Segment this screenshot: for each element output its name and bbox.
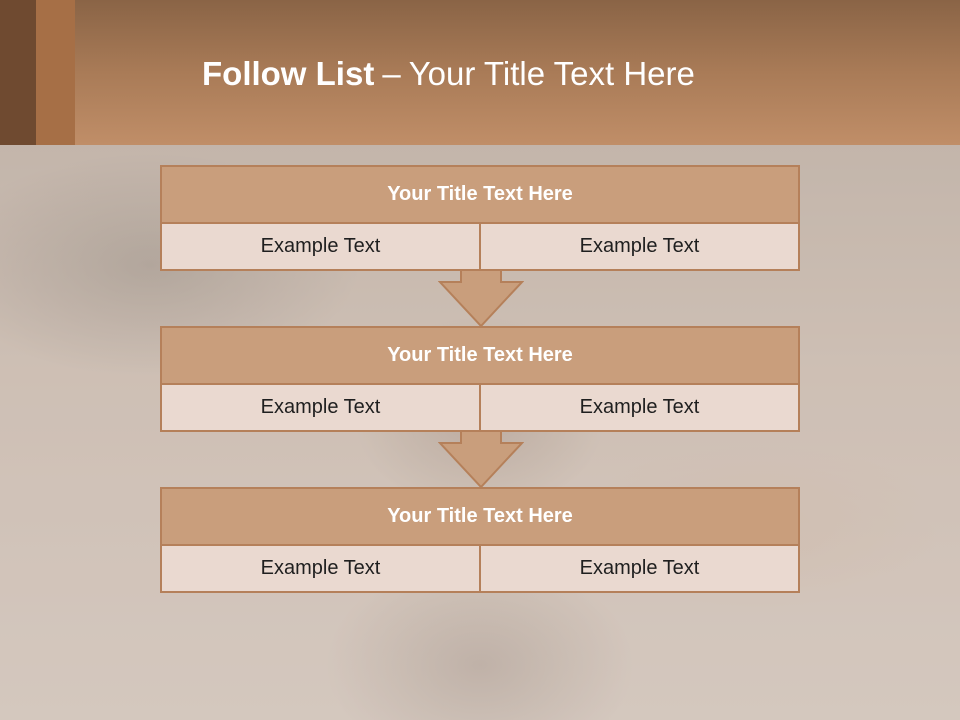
- block-cell-left: Example Text: [162, 224, 479, 269]
- block-title: Your Title Text Here: [162, 489, 798, 544]
- block-cell-right: Example Text: [481, 224, 798, 269]
- down-arrow-icon: [438, 270, 524, 328]
- header-accent-tab: [0, 0, 75, 145]
- list-block-3: Your Title Text Here Example Text Exampl…: [160, 487, 800, 593]
- list-block-1: Your Title Text Here Example Text Exampl…: [160, 165, 800, 271]
- down-arrow-icon: [438, 431, 524, 489]
- block-cell-left: Example Text: [162, 546, 479, 591]
- block-cell-right: Example Text: [481, 385, 798, 430]
- block-title: Your Title Text Here: [162, 328, 798, 383]
- block-title: Your Title Text Here: [162, 167, 798, 222]
- list-block-2: Your Title Text Here Example Text Exampl…: [160, 326, 800, 432]
- slide-title: Follow List–Your Title Text Here: [202, 55, 695, 93]
- header-bar: Follow List–Your Title Text Here: [0, 0, 960, 145]
- block-cell-left: Example Text: [162, 385, 479, 430]
- title-separator: –: [382, 55, 401, 92]
- title-main: Follow List: [202, 55, 375, 92]
- block-cell-right: Example Text: [481, 546, 798, 591]
- title-subtitle: Your Title Text Here: [408, 55, 695, 92]
